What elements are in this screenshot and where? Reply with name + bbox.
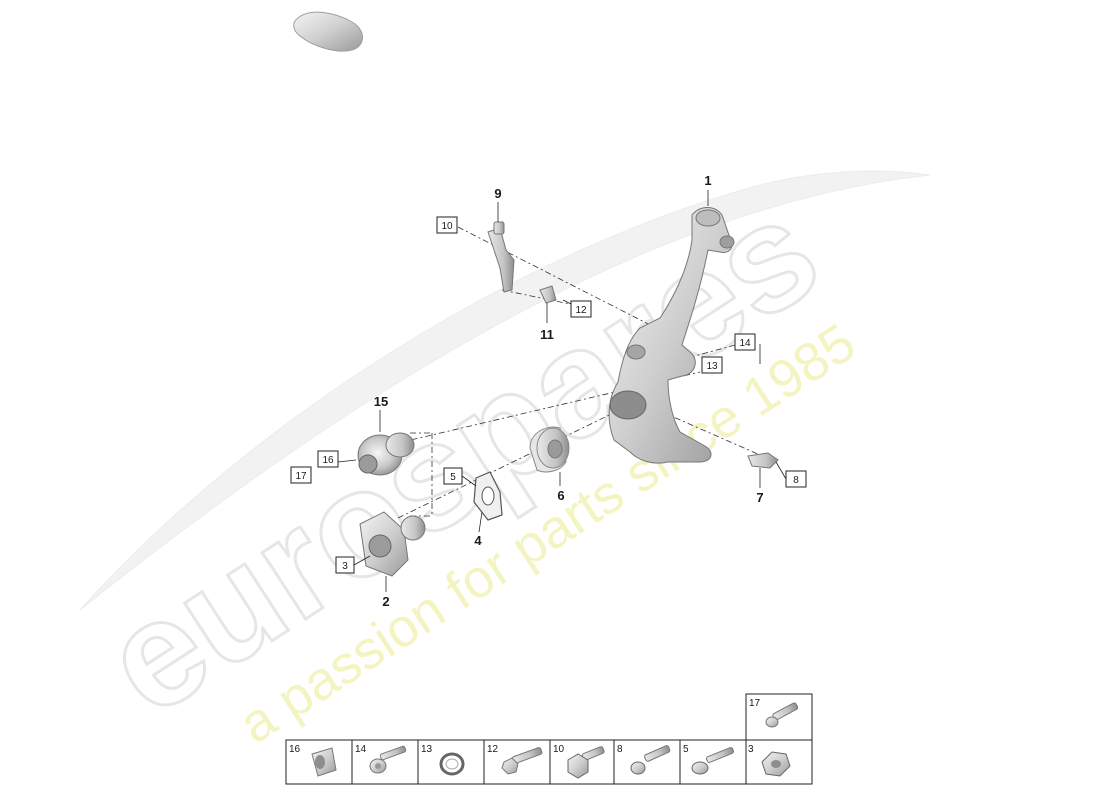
hex-bolt-icon xyxy=(567,746,605,779)
bolt-icon xyxy=(630,745,671,775)
legend-cell-16[interactable]: 16 xyxy=(289,744,337,777)
legend-cell-3[interactable]: 3 xyxy=(748,744,791,777)
boxed-references: 3 5 8 10 12 13 14 16 xyxy=(290,216,807,574)
legend-cell-5[interactable]: 5 xyxy=(683,744,735,775)
legend-cell-13[interactable]: 13 xyxy=(421,744,465,776)
sensor-bracket[interactable] xyxy=(487,221,557,304)
watermark-swoosh xyxy=(79,170,931,611)
boxed-ref-5[interactable]: 5 xyxy=(443,467,463,485)
legend-cell-10[interactable]: 10 xyxy=(553,744,605,779)
svg-text:12: 12 xyxy=(575,305,587,316)
leader-lines xyxy=(379,190,761,592)
legend-cell-12[interactable]: 12 xyxy=(487,744,543,775)
svg-text:14: 14 xyxy=(355,744,367,755)
svg-text:10: 10 xyxy=(553,744,565,755)
wheel-hub-lower[interactable] xyxy=(359,511,426,577)
boxed-ref-12[interactable]: 12 xyxy=(570,300,592,318)
callout-9: 9 xyxy=(494,186,501,201)
brand-crest-icon xyxy=(293,11,363,52)
svg-text:8: 8 xyxy=(617,744,623,755)
callout-1: 1 xyxy=(704,173,711,188)
svg-text:16: 16 xyxy=(322,455,334,466)
legend-cell-8[interactable]: 8 xyxy=(617,744,671,775)
callout-2: 2 xyxy=(382,594,389,609)
svg-text:13: 13 xyxy=(706,361,718,372)
callout-6: 6 xyxy=(557,488,564,503)
svg-text:3: 3 xyxy=(748,744,754,755)
boxed-ref-17[interactable]: 17 xyxy=(290,466,312,484)
svg-text:13: 13 xyxy=(421,744,433,755)
cover-plate[interactable] xyxy=(473,471,503,521)
svg-text:17: 17 xyxy=(749,698,761,709)
svg-text:10: 10 xyxy=(441,221,453,232)
boxed-ref-13[interactable]: 13 xyxy=(701,356,723,374)
boxed-ref-3[interactable]: 3 xyxy=(335,556,355,574)
steering-knuckle[interactable] xyxy=(608,207,735,464)
svg-text:17: 17 xyxy=(295,471,307,482)
wheel-bearing[interactable] xyxy=(529,426,570,473)
boxed-ref-14[interactable]: 14 xyxy=(734,333,756,351)
svg-text:8: 8 xyxy=(793,475,799,486)
flange-bolt-icon xyxy=(691,747,735,775)
svg-text:3: 3 xyxy=(342,561,348,572)
svg-text:14: 14 xyxy=(739,338,751,349)
boxed-ref-10[interactable]: 10 xyxy=(436,216,458,234)
svg-text:12: 12 xyxy=(487,744,499,755)
boxed-ref-16[interactable]: 16 xyxy=(317,450,339,468)
nut-icon xyxy=(761,751,791,777)
boxed-ref-8[interactable]: 8 xyxy=(785,470,807,488)
bolt-washer-icon xyxy=(369,745,407,774)
svg-text:5: 5 xyxy=(450,472,456,483)
callout-7: 7 xyxy=(756,490,763,505)
callout-15: 15 xyxy=(374,394,388,409)
callout-numbers: 1 2 4 6 7 9 11 15 xyxy=(374,173,764,609)
watermark-brand: eurospares xyxy=(76,165,846,746)
speed-sensor[interactable] xyxy=(747,452,779,469)
svg-text:16: 16 xyxy=(289,744,301,755)
hardware-legend: 17 16 14 xyxy=(285,693,813,785)
wheel-hub-upper[interactable] xyxy=(357,432,415,476)
legend-cell-14[interactable]: 14 xyxy=(355,744,407,774)
svg-text:5: 5 xyxy=(683,744,689,755)
legend-cell-17[interactable]: 17 xyxy=(745,693,813,741)
bolt-icon xyxy=(765,702,799,728)
bolt-icon xyxy=(501,747,543,775)
callout-11: 11 xyxy=(540,327,554,342)
ring-icon xyxy=(439,752,465,776)
callout-4: 4 xyxy=(474,533,482,548)
bushing-icon xyxy=(311,747,337,777)
legend-row: 16 14 13 xyxy=(285,739,813,785)
